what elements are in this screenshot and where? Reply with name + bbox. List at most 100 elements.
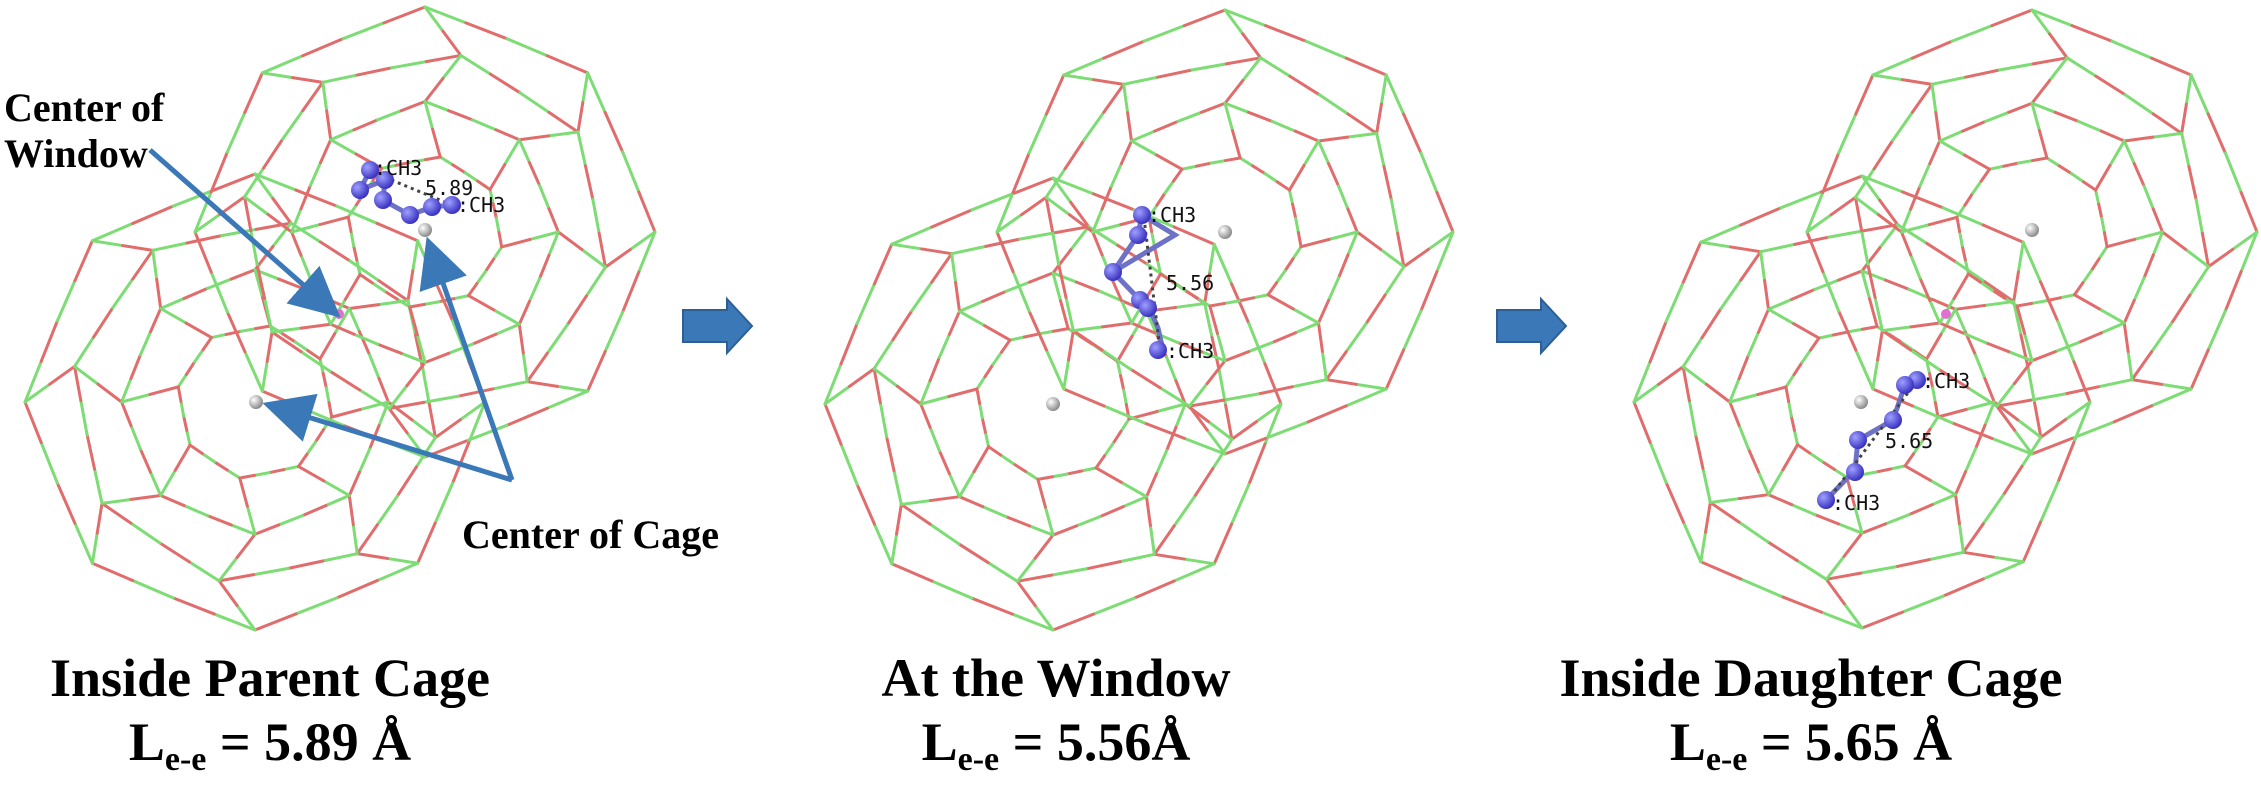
- framework-bond: [891, 309, 914, 342]
- framework-bond: [957, 470, 976, 499]
- framework-bond: [321, 73, 359, 84]
- framework-bond: [476, 179, 492, 191]
- framework-bond: [229, 523, 257, 536]
- framework-bond: [983, 324, 1012, 342]
- framework-bond: [1979, 167, 1991, 183]
- framework-bond: [1223, 101, 1251, 114]
- framework-bond: [890, 532, 899, 566]
- framework-bond: [823, 402, 843, 446]
- framework-bond: [1795, 559, 1828, 581]
- framework-bond: [1209, 159, 1228, 165]
- framework-bond: [1299, 237, 1331, 249]
- framework-bond: [1852, 503, 1864, 535]
- framework-bond: [376, 109, 403, 122]
- framework-bond: [2070, 172, 2086, 184]
- framework-bond: [1317, 321, 1324, 353]
- framework-bond: [1183, 288, 1199, 300]
- framework-bond: [2039, 280, 2060, 324]
- framework-bond: [1966, 272, 1982, 284]
- framework-bond: [603, 110, 625, 154]
- framework-bond: [2094, 74, 2127, 97]
- framework-bond: [1152, 552, 1186, 561]
- framework-bond: [1337, 184, 1350, 211]
- framework-bond: [1263, 172, 1279, 184]
- framework-bond: [1022, 332, 1041, 339]
- framework-bond: [290, 230, 303, 257]
- framework-bond: [1981, 223, 2025, 244]
- framework-bond: [975, 387, 982, 405]
- framework-bond: [1954, 307, 1968, 334]
- framework-bond: [281, 332, 297, 344]
- framework-bond: [212, 612, 257, 632]
- framework-bond: [1180, 164, 1198, 171]
- framework-bond: [376, 342, 403, 355]
- framework-bond: [1071, 325, 1104, 333]
- framework-bond: [1792, 428, 1800, 447]
- framework-bond: [1796, 443, 1812, 455]
- framework-bond: [131, 204, 175, 225]
- framework-bond: [2206, 112, 2227, 155]
- framework-bond: [299, 253, 312, 280]
- framework-bond: [848, 367, 876, 388]
- framework-bond: [357, 447, 372, 474]
- framework-bond: [368, 353, 381, 380]
- framework-bond: [1954, 493, 1961, 526]
- framework-bond: [1317, 139, 1331, 166]
- framework-bond: [73, 364, 100, 386]
- framework-bond: [1023, 469, 1040, 481]
- panel-title: Inside Daughter Cage: [1559, 648, 2063, 708]
- framework-bond: [2031, 56, 2069, 66]
- framework-bond: [2094, 164, 2112, 192]
- framework-bond: [1223, 101, 1235, 133]
- framework-bond: [1963, 191, 1975, 207]
- framework-bond: [1122, 388, 1128, 407]
- framework-bond: [1247, 341, 1274, 354]
- framework-bond: [2039, 480, 2060, 524]
- framework-bond: [1699, 530, 1708, 564]
- framework-bond: [2063, 400, 2092, 422]
- framework-bond: [1766, 493, 1794, 507]
- framework-bond: [637, 190, 657, 234]
- framework-bond: [277, 514, 304, 527]
- cage-center-marker: [249, 395, 263, 409]
- framework-bond: [1062, 56, 1106, 77]
- framework-bond: [1924, 332, 1943, 361]
- framework-bond: [1928, 298, 1942, 325]
- framework-bond: [358, 400, 390, 412]
- framework-bond: [1901, 594, 1945, 614]
- framework-bond: [937, 332, 951, 359]
- framework-bond: [505, 37, 549, 58]
- framework-bond: [603, 248, 632, 269]
- framework-bond: [2189, 348, 2210, 391]
- framework-bond: [185, 234, 224, 245]
- framework-bond: [296, 452, 309, 468]
- framework-bond: [1115, 334, 1134, 363]
- framework-bond: [1910, 82, 1934, 114]
- framework-bond: [1171, 280, 1187, 292]
- framework-bond: [129, 494, 163, 501]
- framework-bond: [1192, 466, 1215, 499]
- framework-bond: [1150, 229, 1156, 248]
- framework-bond: [1384, 348, 1406, 391]
- framework-bond: [1044, 348, 1066, 391]
- framework-bond: [1266, 281, 1279, 297]
- framework-bond: [243, 350, 264, 393]
- framework-bond: [2132, 162, 2146, 188]
- framework-bond: [1800, 348, 1812, 364]
- framework-bond: [995, 230, 1015, 274]
- framework-bond: [1156, 68, 1194, 79]
- framework-bond: [1995, 404, 2016, 432]
- framework-bond: [1871, 56, 1914, 77]
- framework-bond: [1805, 230, 1825, 274]
- framework-bond: [1327, 230, 1359, 241]
- framework-bond: [347, 494, 355, 527]
- framework-bond: [423, 100, 451, 113]
- framework-bond: [409, 158, 428, 164]
- framework-bond: [1379, 247, 1406, 269]
- framework-bond: [1044, 195, 1054, 233]
- framework-bond: [1950, 24, 1994, 43]
- framework-bond: [1426, 230, 1455, 251]
- framework-bond: [1737, 423, 1750, 451]
- framework-bond: [254, 221, 293, 231]
- framework-panel-2: [823, 8, 1455, 632]
